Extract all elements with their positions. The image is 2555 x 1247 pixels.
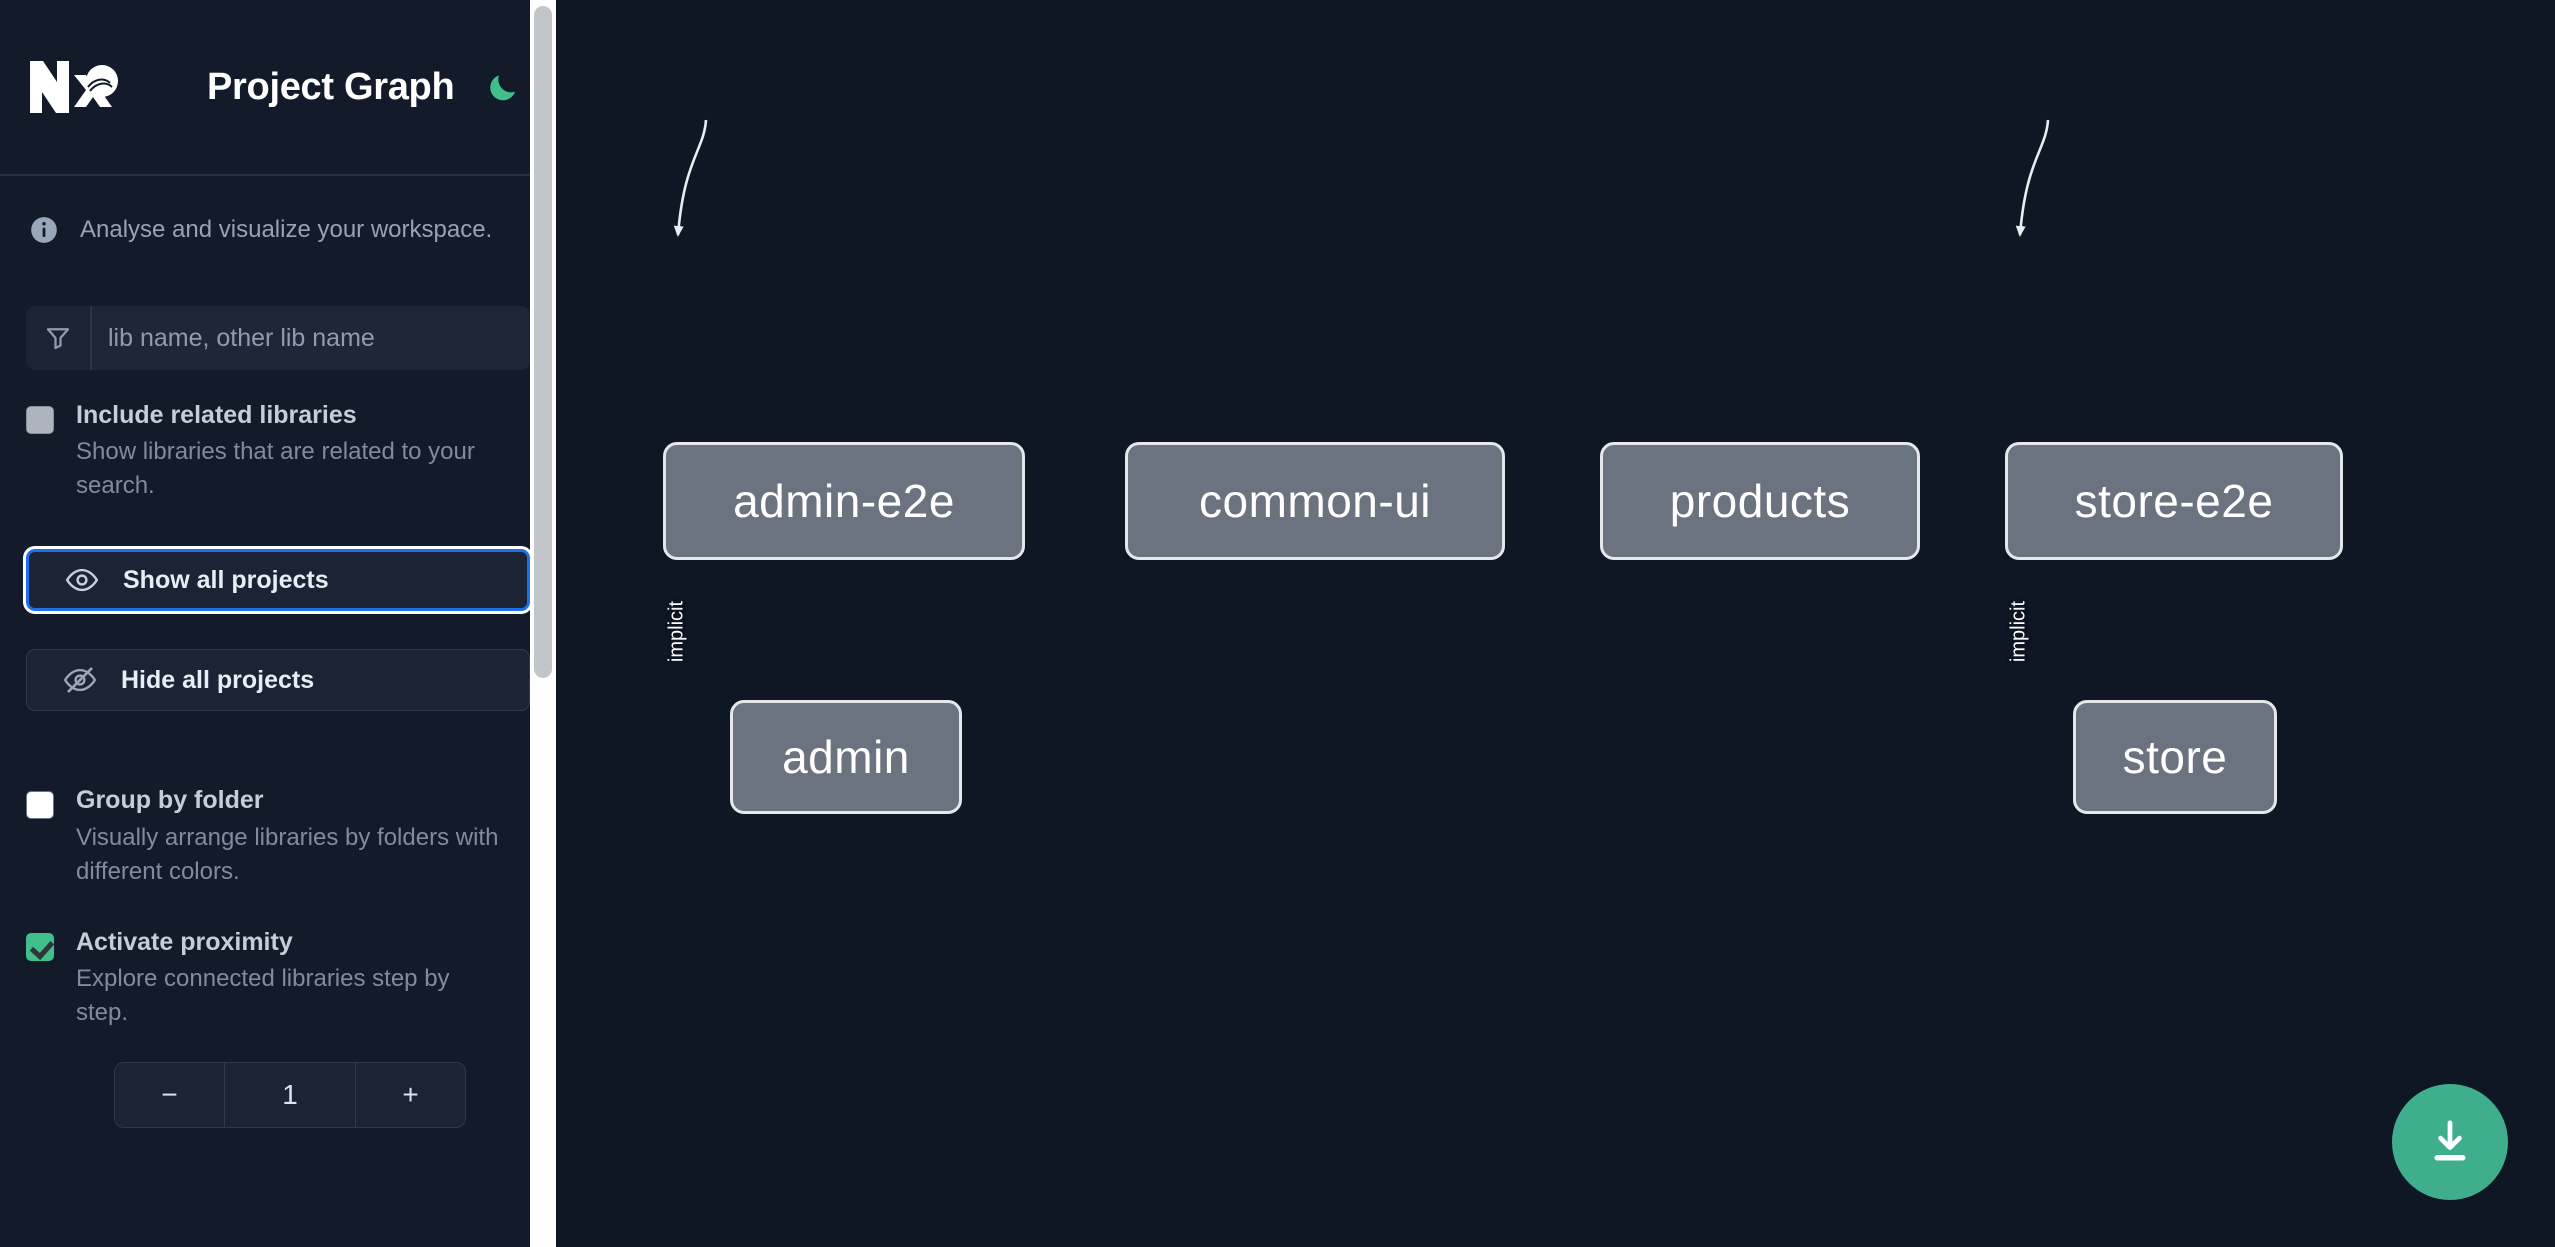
graph-node-admin-e2e[interactable]: admin-e2e — [663, 442, 1025, 560]
graph-node-common-ui[interactable]: common-ui — [1125, 442, 1505, 560]
nx-logo-icon — [30, 61, 118, 113]
edge-store-e2e-to-store — [2015, 119, 2050, 237]
theme-toggle-glyph — [490, 75, 516, 101]
proximity-increment-button[interactable]: + — [355, 1063, 465, 1128]
activate-proximity-description: Explore connected libraries step by step… — [76, 965, 450, 1027]
funnel-glyph — [46, 328, 70, 350]
show-all-projects-button[interactable]: Show all projects — [26, 549, 530, 612]
proximity-stepper: − 1 + — [114, 1062, 466, 1129]
page-title: Project Graph — [207, 65, 455, 108]
proximity-value: 1 — [225, 1063, 355, 1128]
graph-node-store[interactable]: store — [2073, 700, 2277, 814]
sidebar: Project Graph Analyse and visualize your… — [0, 0, 556, 1247]
activate-proximity-label: Activate proximity — [76, 927, 293, 956]
option-group-by-folder[interactable]: Group by folder Visually arrange librari… — [0, 785, 556, 888]
graph-node-products[interactable]: products — [1600, 442, 1920, 560]
search-input[interactable] — [92, 306, 530, 370]
group-by-folder-description: Visually arrange libraries by folders wi… — [76, 823, 499, 885]
include-related-libraries-description: Show libraries that are related to your … — [76, 438, 475, 500]
graph-node-store-e2e[interactable]: store-e2e — [2005, 442, 2343, 560]
edge-admin-e2e-to-admin — [673, 119, 708, 237]
eye-off-icon — [63, 667, 97, 694]
include-related-libraries-label: Include related libraries — [76, 401, 357, 429]
download-button[interactable] — [2392, 1084, 2508, 1200]
filter-field — [26, 306, 530, 370]
group-by-folder-label: Group by folder — [76, 786, 264, 815]
graph-edges — [673, 119, 2050, 237]
activate-proximity-checkbox[interactable] — [26, 932, 54, 961]
download-icon — [2434, 1120, 2466, 1161]
hide-all-projects-button[interactable]: Hide all projects — [26, 649, 530, 712]
proximity-decrement-button[interactable]: − — [115, 1063, 225, 1128]
eye-icon — [65, 569, 99, 592]
show-all-projects-label: Show all projects — [123, 565, 329, 594]
sidebar-header: Project Graph — [0, 0, 556, 176]
hide-all-projects-label: Hide all projects — [121, 665, 315, 694]
info-icon — [31, 217, 57, 243]
moon-icon[interactable] — [482, 66, 524, 108]
project-graph-canvas[interactable]: implicit implicit admin-e2e common-ui pr… — [556, 0, 2555, 1247]
include-related-libraries-checkbox[interactable] — [26, 406, 54, 434]
edge-label-store-implicit: implicit — [2007, 600, 2030, 663]
edge-label-admin-implicit: implicit — [665, 600, 688, 663]
graph-node-admin[interactable]: admin — [730, 700, 962, 814]
sidebar-scrollbar-track[interactable] — [530, 0, 556, 1247]
option-activate-proximity[interactable]: Activate proximity Explore connected lib… — [0, 927, 556, 1030]
workspace-note-text: Analyse and visualize your workspace. — [80, 216, 493, 243]
sidebar-scrollbar-thumb[interactable] — [534, 6, 552, 678]
workspace-note: Analyse and visualize your workspace. — [0, 176, 556, 248]
option-include-related-libraries[interactable]: Include related libraries Show libraries… — [0, 400, 556, 503]
funnel-filter-icon — [26, 306, 92, 370]
group-by-folder-checkbox[interactable] — [26, 791, 54, 820]
